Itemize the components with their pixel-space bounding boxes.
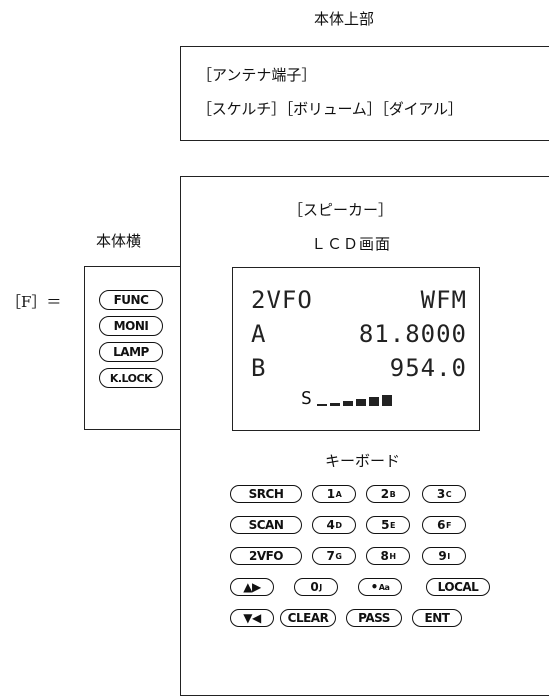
key-main-label: 9 bbox=[438, 549, 447, 563]
lcd-vfo-a-line: A 81.8000 bbox=[251, 320, 467, 348]
key-0-0[interactable]: SRCH bbox=[230, 485, 302, 503]
lcd-vfo-b-frequency: 954.0 bbox=[389, 354, 467, 382]
key-main-label: 4 bbox=[326, 518, 335, 532]
lcd-screen: 2VFO WFM A 81.8000 B 954.0 S bbox=[232, 267, 480, 431]
key-main-label: SRCH bbox=[248, 487, 284, 501]
lcd-mode-line: 2VFO WFM bbox=[251, 286, 467, 314]
key-main-label: ENT bbox=[424, 611, 450, 625]
key-sub-label: E bbox=[389, 520, 395, 530]
key-sub-label: Aa bbox=[378, 582, 390, 592]
s-meter: S bbox=[301, 388, 461, 410]
keyboard-title: キーボード bbox=[325, 452, 401, 470]
lcd-vfo-mode: 2VFO bbox=[251, 286, 313, 314]
key-sub-label: C bbox=[445, 489, 452, 499]
key-2-0[interactable]: 2VFO bbox=[230, 547, 302, 565]
key-3-3[interactable]: LOCAL bbox=[426, 578, 490, 596]
lcd-demod-mode: WFM bbox=[420, 286, 467, 314]
s-meter-bar-4 bbox=[356, 399, 366, 406]
key-main-label: 0 bbox=[310, 580, 319, 594]
key-main-label: SCAN bbox=[248, 518, 284, 532]
s-meter-bar-5 bbox=[369, 397, 379, 406]
top-title: 本体上部 bbox=[314, 10, 375, 28]
key-main-label: 8 bbox=[380, 549, 389, 563]
key-main-label: CLEAR bbox=[287, 611, 329, 625]
key-sub-label: A bbox=[335, 489, 342, 499]
key-sub-label: F bbox=[445, 520, 451, 530]
key-main-label: 2 bbox=[380, 487, 389, 501]
key-sub-label: I bbox=[447, 551, 450, 561]
k-lock-button[interactable]: K.LOCK bbox=[99, 368, 163, 388]
lcd-vfo-b-label: B bbox=[251, 354, 267, 382]
key-main-label: 1 bbox=[326, 487, 335, 501]
lcd-vfo-b-line: B 954.0 bbox=[251, 354, 467, 382]
speaker-label: ［スピーカー］ bbox=[288, 201, 394, 219]
key-sub-label: G bbox=[335, 551, 342, 561]
key-sub-label: B bbox=[389, 489, 396, 499]
key-main-label: 6 bbox=[437, 518, 445, 532]
lcd-screen-title: ＬＣＤ画面 bbox=[311, 235, 392, 253]
key-main-label: LOCAL bbox=[437, 580, 479, 594]
key-sub-label: J bbox=[319, 582, 322, 592]
s-meter-bar-3 bbox=[343, 401, 353, 406]
key-main-label: 2VFO bbox=[248, 549, 284, 563]
key-4-0[interactable]: ▼◀ bbox=[230, 609, 274, 627]
top-panel-box: ［アンテナ端子］ ［スケルチ］［ボリューム］［ダイアル］ bbox=[180, 46, 549, 141]
s-meter-label: S bbox=[301, 388, 312, 409]
f-key-label: ［F］＝ bbox=[6, 293, 62, 311]
key-sub-label: H bbox=[389, 551, 396, 561]
key-4-2[interactable]: PASS bbox=[346, 609, 402, 627]
top-controls-label: ［スケルチ］［ボリューム］［ダイアル］ bbox=[197, 100, 463, 118]
lcd-vfo-a-label: A bbox=[251, 320, 267, 348]
key-1-0[interactable]: SCAN bbox=[230, 516, 302, 534]
moni-button[interactable]: MONI bbox=[99, 316, 163, 336]
key-4-3[interactable]: ENT bbox=[412, 609, 462, 627]
key-main-label: 7 bbox=[326, 549, 335, 563]
key-main-label: ▲▶ bbox=[243, 580, 261, 594]
lcd-vfo-a-frequency: 81.8000 bbox=[358, 320, 467, 348]
key-sub-label: D bbox=[335, 520, 342, 530]
key-4-1[interactable]: CLEAR bbox=[280, 609, 336, 627]
s-meter-bar-2 bbox=[330, 403, 340, 406]
key-main-label: 5 bbox=[381, 518, 389, 532]
key-3-2[interactable]: •Aa bbox=[358, 578, 402, 596]
antenna-terminal-label: ［アンテナ端子］ bbox=[197, 66, 317, 84]
key-main-label: • bbox=[370, 580, 379, 594]
s-meter-bar-6 bbox=[382, 395, 392, 406]
lamp-button[interactable]: LAMP bbox=[99, 342, 163, 362]
key-main-label: PASS bbox=[358, 611, 390, 625]
key-main-label: ▼◀ bbox=[243, 611, 261, 625]
key-main-label: 3 bbox=[436, 487, 445, 501]
key-3-0[interactable]: ▲▶ bbox=[230, 578, 274, 596]
s-meter-bar-1 bbox=[317, 404, 327, 406]
func-button[interactable]: FUNC bbox=[99, 290, 163, 310]
side-title: 本体横 bbox=[96, 232, 142, 250]
